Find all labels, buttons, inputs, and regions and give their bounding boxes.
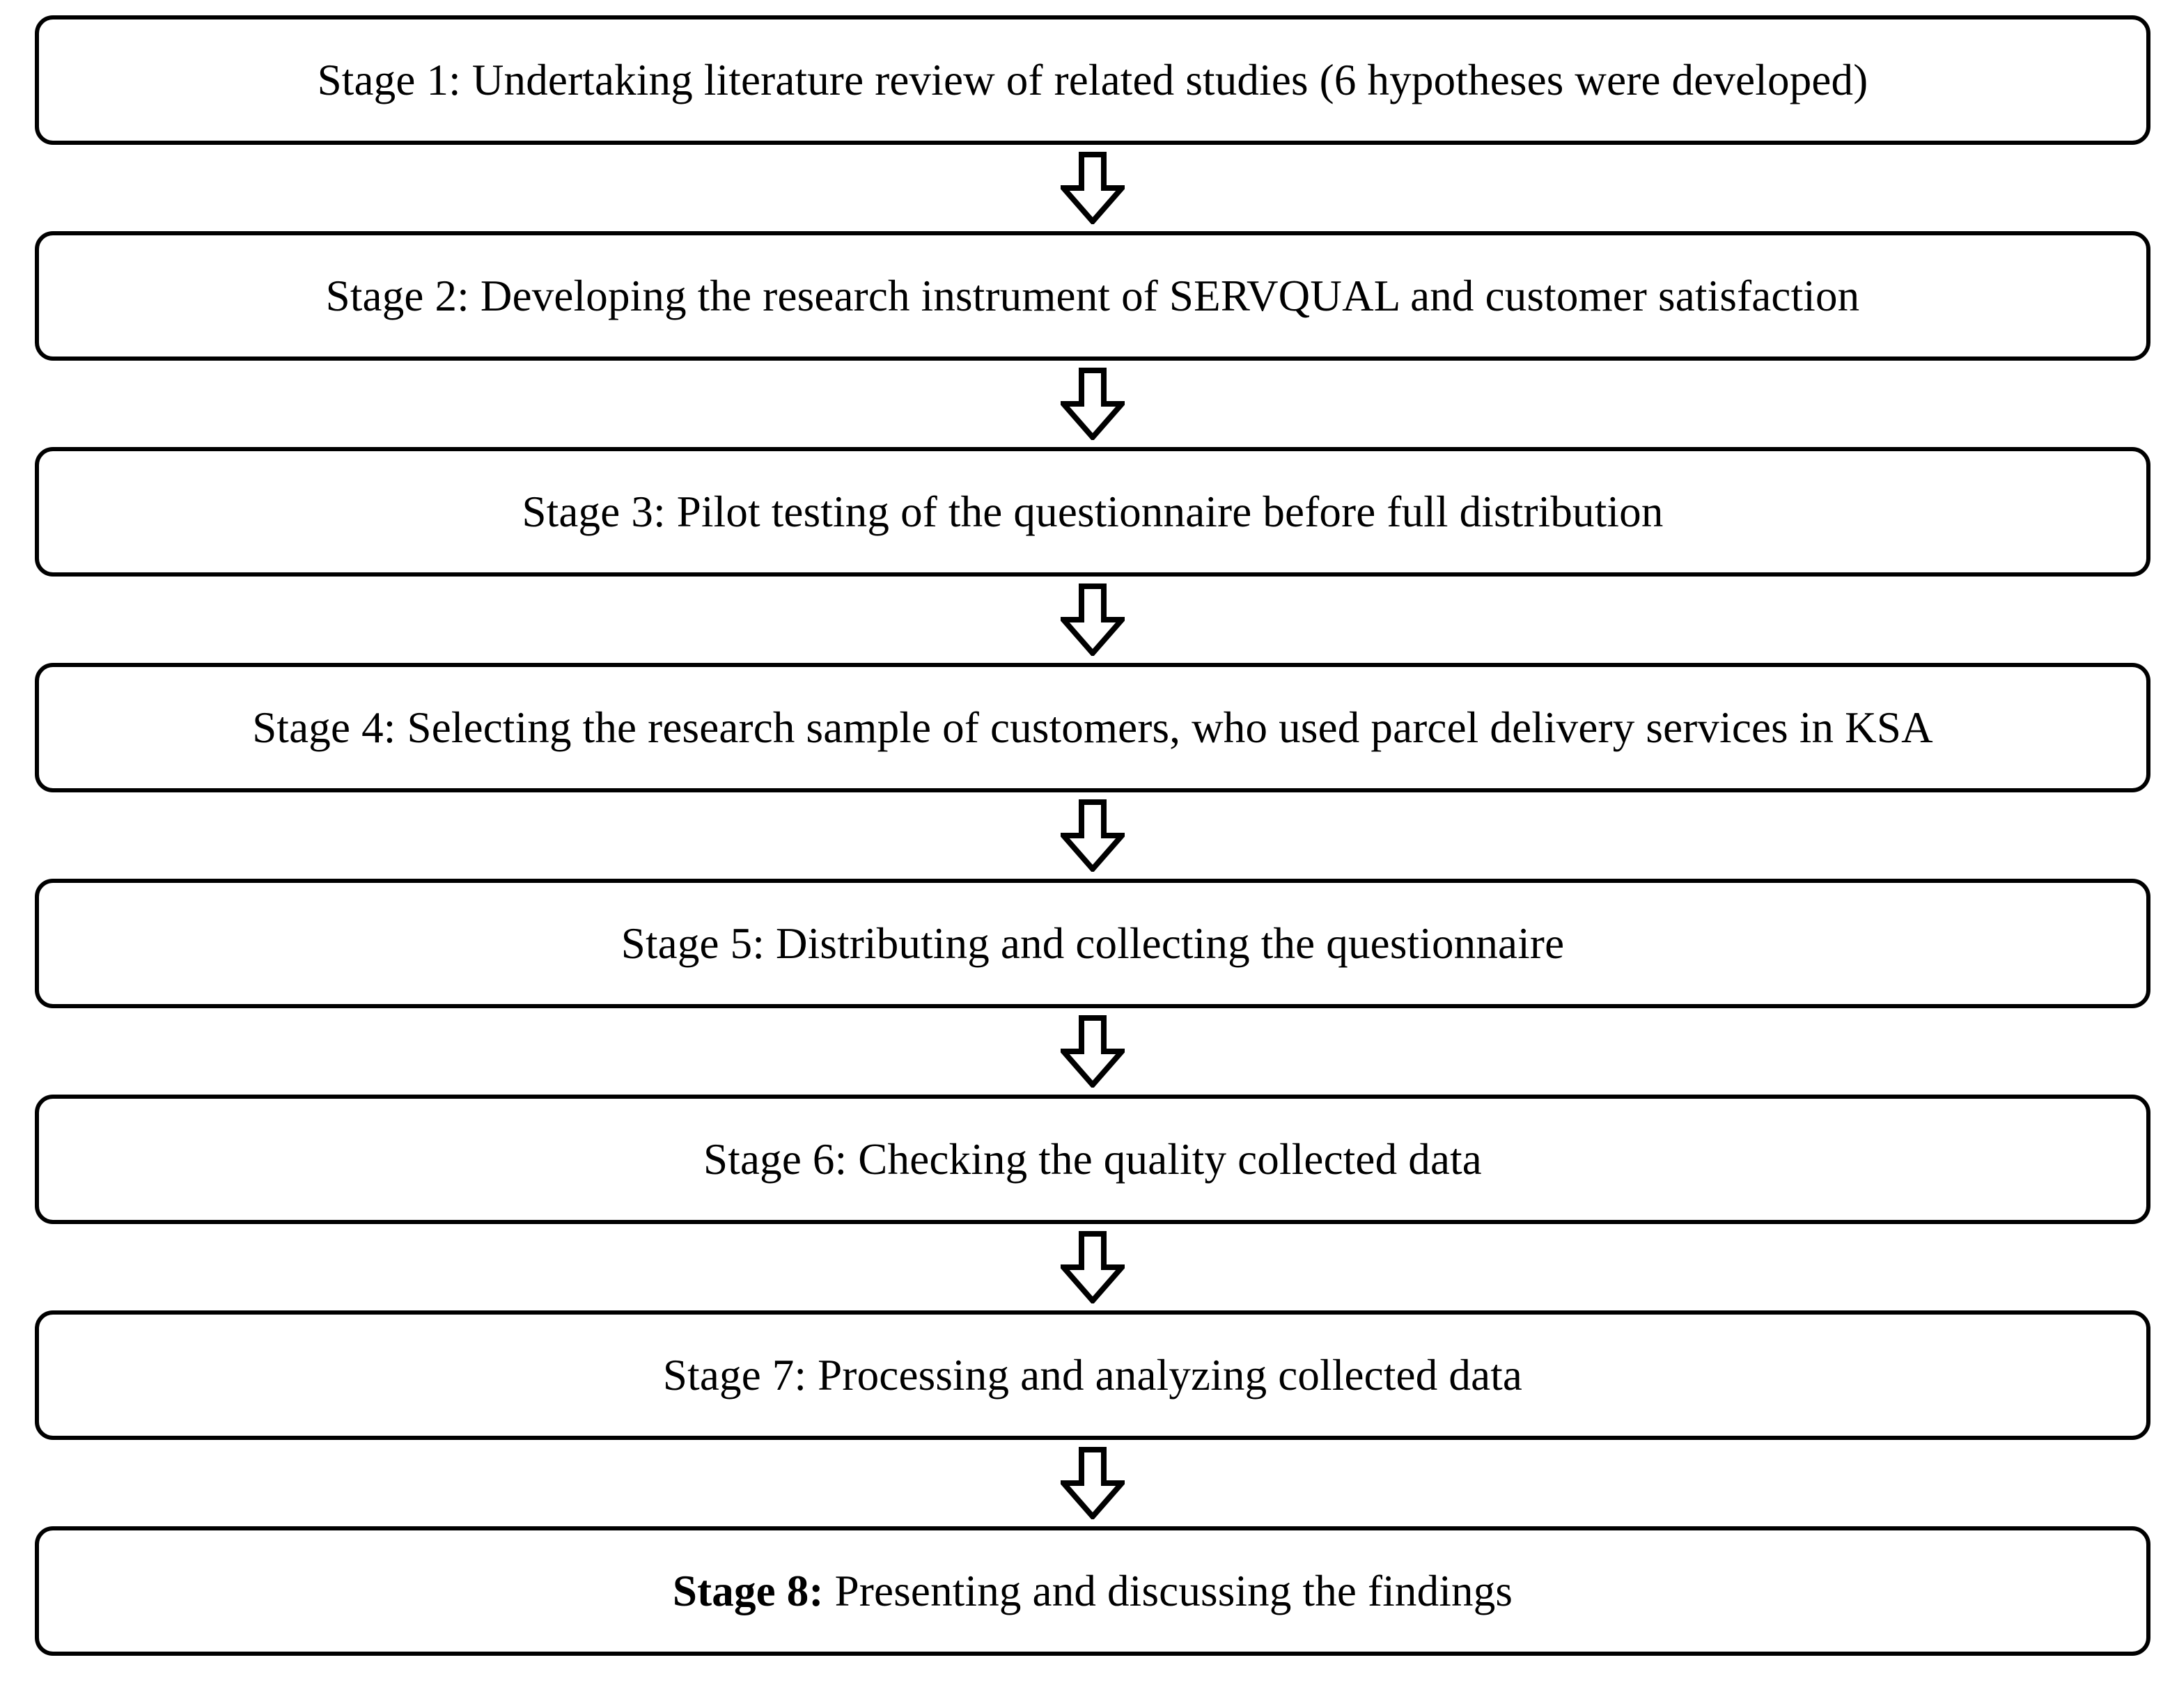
stage-1-body: Undertaking literature review of related…: [460, 55, 1868, 104]
stage-7-label: Stage 7: Processing and analyzing collec…: [663, 1351, 1522, 1399]
stage-8-prefix: Stage 8:: [672, 1566, 824, 1615]
stage-8-body: Presenting and discussing the findings: [823, 1566, 1513, 1615]
arrow-down-icon: [1061, 1447, 1125, 1519]
stage-6-body: Checking the quality collected data: [847, 1134, 1482, 1184]
flowchart-stage-row: Stage 2: Developing the research instrum…: [35, 231, 2150, 361]
stage-5-body: Distributing and collecting the question…: [765, 918, 1565, 968]
stage-5-label: Stage 5: Distributing and collecting the…: [621, 920, 1565, 967]
stage-7-body: Processing and analyzing collected data: [806, 1350, 1523, 1400]
connector-stage-6-to-stage-7: [35, 1224, 2150, 1310]
flowchart-stage-row: Stage 3: Pilot testing of the questionna…: [35, 447, 2150, 577]
connector-stage-2-to-stage-3: [35, 361, 2150, 447]
flowchart-stage-row: Stage 1: Undertaking literature review o…: [35, 15, 2150, 145]
stage-2-body: Developing the research instrument of SE…: [469, 271, 1860, 320]
stage-3-label: Stage 3: Pilot testing of the questionna…: [522, 488, 1663, 535]
connector-stage-7-to-stage-8: [35, 1440, 2150, 1526]
flowchart-stage-row: Stage 4: Selecting the research sample o…: [35, 663, 2150, 792]
flowchart-node-stage-2: Stage 2: Developing the research instrum…: [35, 231, 2150, 361]
stage-6-prefix: Stage 6:: [703, 1134, 848, 1184]
stage-2-prefix: Stage 2:: [325, 271, 469, 320]
stage-5-prefix: Stage 5:: [620, 918, 765, 968]
flowchart-stage-row: Stage 6: Checking the quality collected …: [35, 1095, 2150, 1224]
arrow-down-icon: [1061, 799, 1125, 872]
flowchart-node-stage-5: Stage 5: Distributing and collecting the…: [35, 879, 2150, 1008]
arrow-down-icon: [1061, 368, 1125, 440]
stage-1-label: Stage 1: Undertaking literature review o…: [318, 56, 1868, 104]
flowchart-node-stage-8: Stage 8: Presenting and discussing the f…: [35, 1526, 2150, 1656]
arrow-down-icon: [1061, 152, 1125, 224]
flowchart-stage-row: Stage 7: Processing and analyzing collec…: [35, 1310, 2150, 1440]
stage-4-body: Selecting the research sample of custome…: [396, 703, 1933, 752]
arrow-down-icon: [1061, 583, 1125, 656]
stage-7-prefix: Stage 7:: [662, 1350, 807, 1400]
connector-stage-3-to-stage-4: [35, 577, 2150, 663]
flowchart-node-stage-3: Stage 3: Pilot testing of the questionna…: [35, 447, 2150, 577]
arrow-down-icon: [1061, 1015, 1125, 1088]
stage-6-label: Stage 6: Checking the quality collected …: [703, 1136, 1482, 1183]
stage-3-body: Pilot testing of the questionnaire befor…: [665, 487, 1664, 536]
arrow-down-icon: [1061, 1231, 1125, 1303]
stage-2-label: Stage 2: Developing the research instrum…: [326, 272, 1860, 320]
connector-stage-1-to-stage-2: [35, 145, 2150, 231]
stage-8-label: Stage 8: Presenting and discussing the f…: [673, 1567, 1513, 1615]
connector-stage-5-to-stage-6: [35, 1008, 2150, 1095]
flowchart-stage-row: Stage 8: Presenting and discussing the f…: [35, 1526, 2150, 1656]
flowchart-node-stage-7: Stage 7: Processing and analyzing collec…: [35, 1310, 2150, 1440]
stage-3-prefix: Stage 3:: [522, 487, 666, 536]
flowchart-stage-row: Stage 5: Distributing and collecting the…: [35, 879, 2150, 1008]
stage-4-label: Stage 4: Selecting the research sample o…: [252, 704, 1933, 751]
flowchart-node-stage-4: Stage 4: Selecting the research sample o…: [35, 663, 2150, 792]
stage-1-prefix: Stage 1:: [317, 55, 461, 104]
flowchart-node-stage-6: Stage 6: Checking the quality collected …: [35, 1095, 2150, 1224]
stage-4-prefix: Stage 4:: [252, 703, 396, 752]
connector-stage-4-to-stage-5: [35, 792, 2150, 879]
flowchart-node-stage-1: Stage 1: Undertaking literature review o…: [35, 15, 2150, 145]
